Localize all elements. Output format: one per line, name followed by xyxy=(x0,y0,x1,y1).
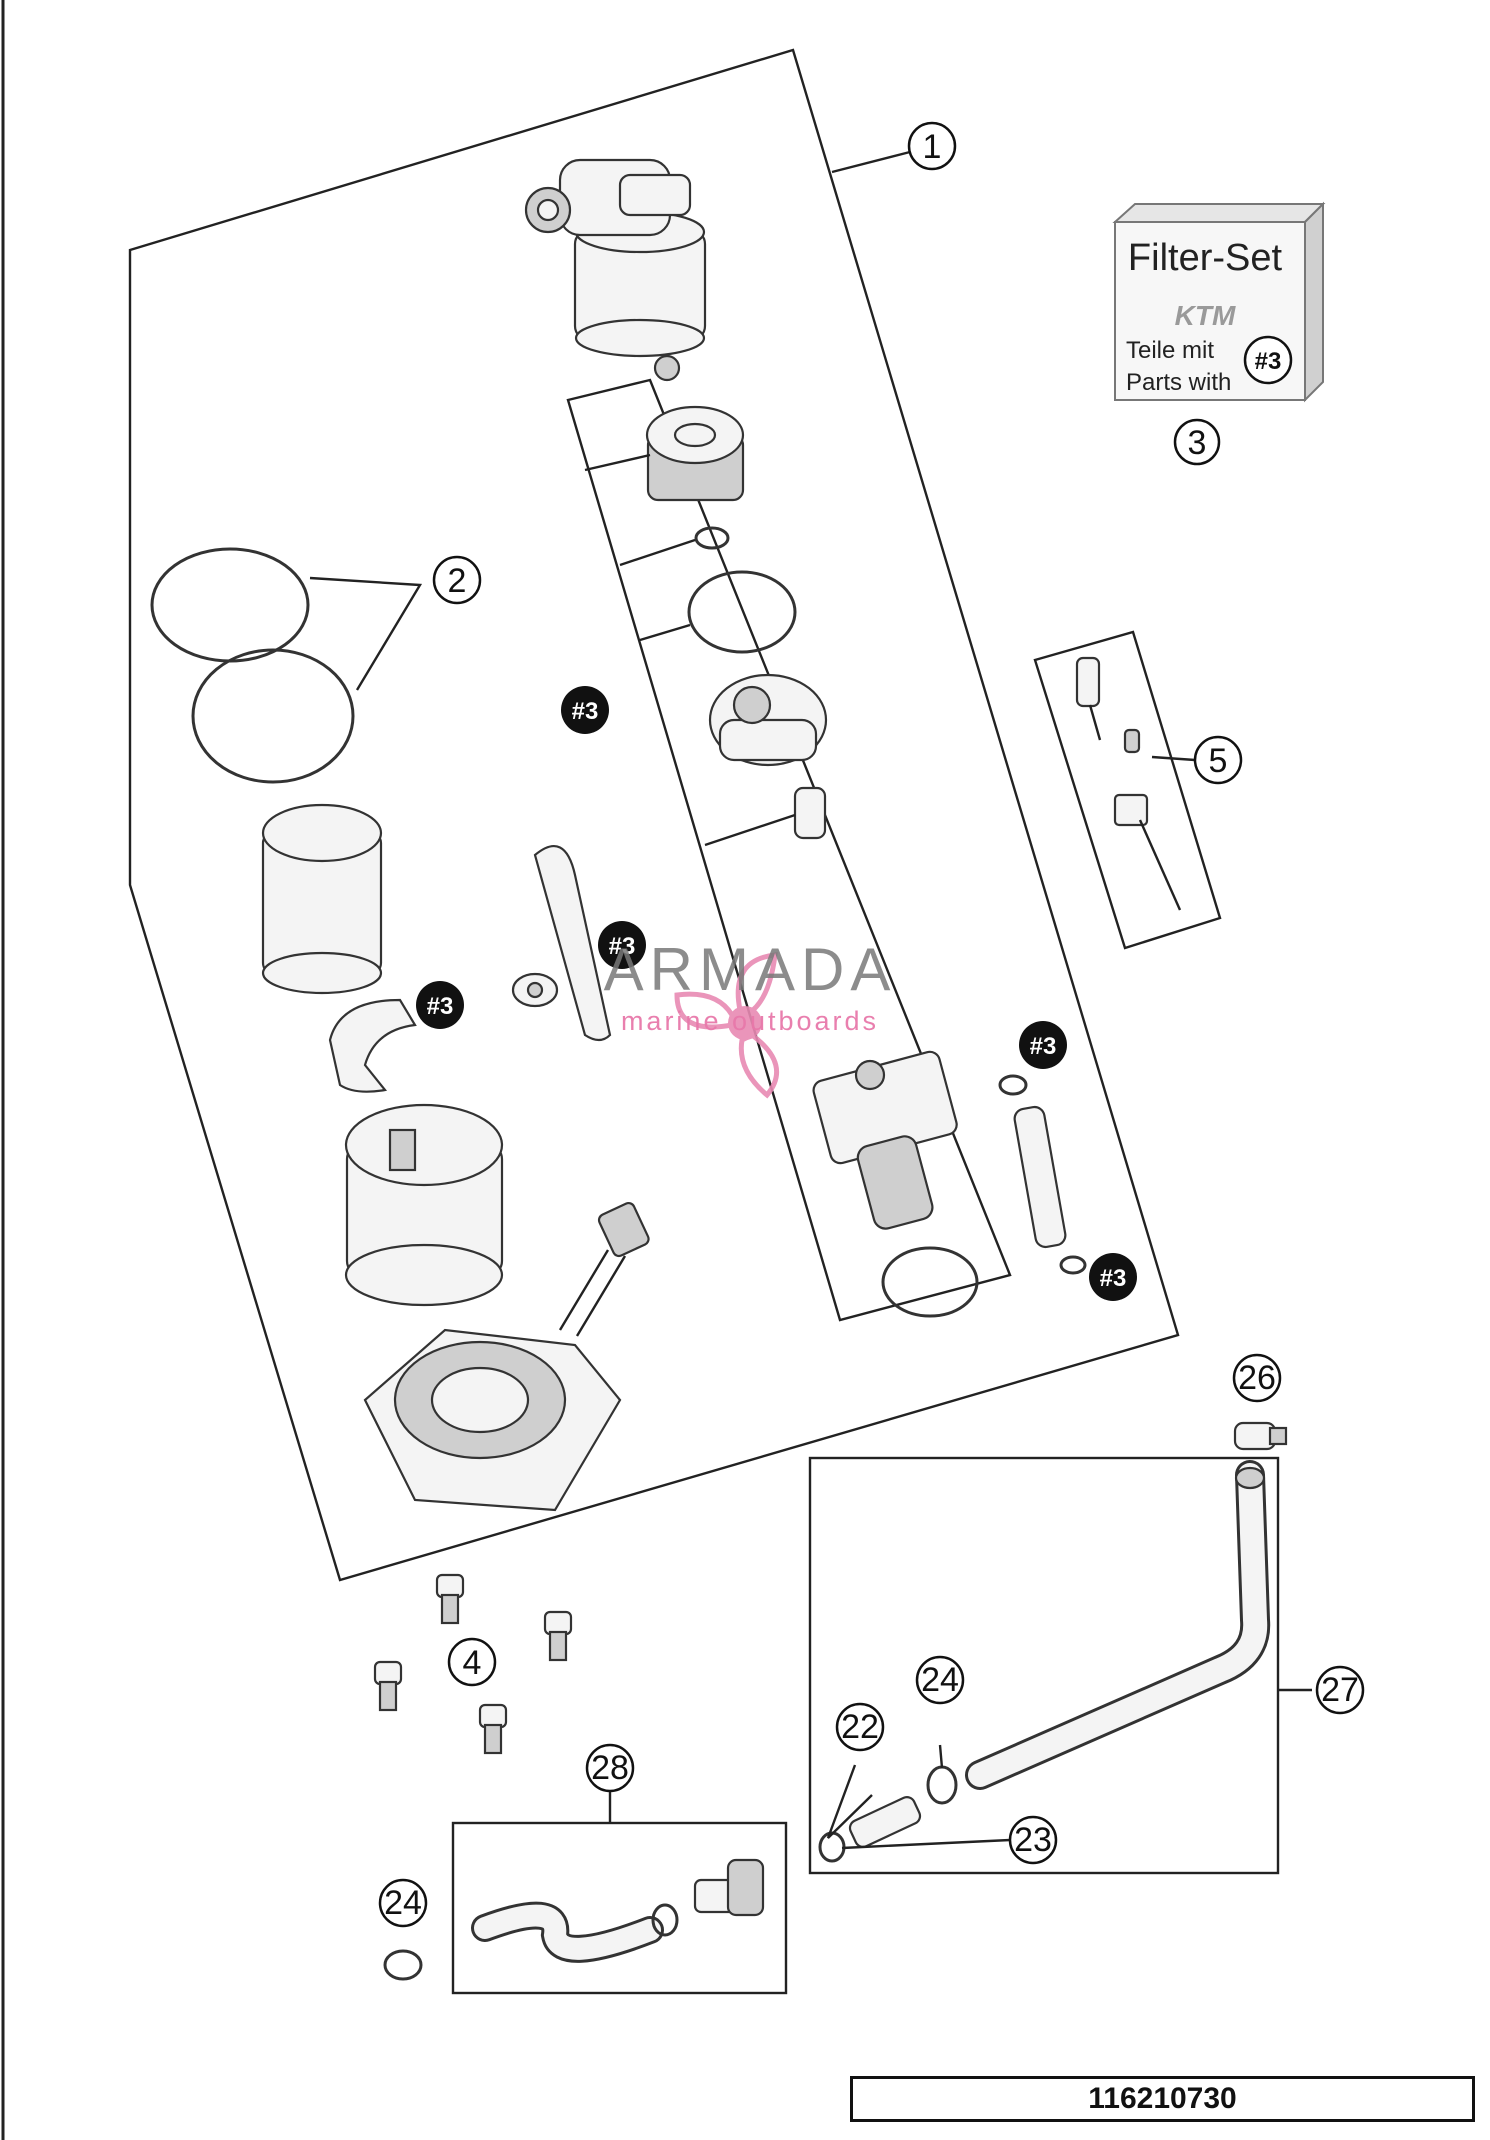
callout-2: 2 xyxy=(432,555,482,605)
hose-clamp-24 xyxy=(926,1765,958,1805)
retaining-clip xyxy=(328,998,417,1093)
pump-housing-top xyxy=(524,158,707,358)
filter-set-box: Filter-Set KTM Teile mit Parts with #3 xyxy=(1112,201,1326,403)
wire-connector xyxy=(558,1201,650,1337)
assembly-1-outline xyxy=(128,48,1180,1582)
filter-group-outline xyxy=(566,378,1012,1322)
fuel-hose-28 xyxy=(471,1858,765,1963)
svg-text:#3: #3 xyxy=(572,698,599,725)
svg-text:4: 4 xyxy=(463,1644,482,1682)
part-27-box xyxy=(808,1456,1280,1875)
small-o-ring xyxy=(694,526,730,550)
svg-text:28: 28 xyxy=(591,1749,629,1787)
svg-text:#3: #3 xyxy=(427,993,454,1020)
svg-text:3: 3 xyxy=(1188,424,1207,462)
tag-3-clip: #3 xyxy=(416,981,464,1029)
sleeve-part xyxy=(793,786,827,840)
fuel-pump-motor xyxy=(812,1050,958,1230)
callout-28: 28 xyxy=(585,1743,635,1793)
tag-3-strainer: #3 xyxy=(598,921,646,969)
filter-set-tag: #3 xyxy=(1243,335,1293,385)
large-o-ring-a xyxy=(150,547,310,663)
medium-o-ring xyxy=(687,570,797,654)
filter-set-line1: Teile mit xyxy=(1126,337,1214,364)
leader-lines xyxy=(309,150,1312,1850)
callout-4: 4 xyxy=(447,1637,497,1687)
callout-1: 1 xyxy=(907,121,957,171)
tag-3-tube-top: #3 xyxy=(1019,1021,1067,1069)
fuel-hose-27 xyxy=(965,1460,1271,1790)
bolt-set xyxy=(373,1573,573,1755)
svg-text:24: 24 xyxy=(921,1661,959,1699)
quick-connector-22 xyxy=(818,1796,922,1863)
part-5-sensor xyxy=(1075,656,1182,911)
part-28-box xyxy=(451,1821,788,1995)
part-5-box xyxy=(1033,630,1222,950)
callout-23: 23 xyxy=(1008,1815,1058,1865)
callout-27: 27 xyxy=(1315,1665,1365,1715)
svg-text:#3: #3 xyxy=(1030,1033,1057,1060)
svg-text:#3: #3 xyxy=(1255,348,1282,375)
callout-22: 22 xyxy=(835,1702,885,1752)
callout-26: 26 xyxy=(1232,1353,1282,1403)
strainer-clip xyxy=(511,972,559,1008)
fuel-filter xyxy=(645,405,745,502)
filter-set-title: Filter-Set xyxy=(1128,237,1283,279)
pressure-regulator xyxy=(708,673,828,767)
callout-5: 5 xyxy=(1193,735,1243,785)
hose-clamp-26 xyxy=(1233,1421,1288,1451)
hose-clamp-24b xyxy=(383,1949,423,1981)
ktm-logo: KTM xyxy=(1175,300,1236,331)
svg-text:24: 24 xyxy=(384,1884,422,1922)
svg-text:2: 2 xyxy=(448,562,467,600)
strainer-part xyxy=(533,845,612,1042)
document-number: 116210730 xyxy=(850,2076,1475,2122)
svg-text:23: 23 xyxy=(1014,1821,1052,1859)
callout-3: 3 xyxy=(1173,418,1221,466)
fuel-tube xyxy=(998,1074,1087,1275)
svg-text:26: 26 xyxy=(1238,1359,1276,1397)
filter-set-line2: Parts with xyxy=(1126,369,1231,396)
svg-text:1: 1 xyxy=(923,128,942,166)
tag-3-filter-group: #3 xyxy=(561,686,609,734)
svg-text:#3: #3 xyxy=(1100,1265,1127,1292)
spring-part xyxy=(653,354,681,382)
callout-24-box: 24 xyxy=(915,1655,965,1705)
filter-sleeve xyxy=(261,803,383,995)
callout-24-outside: 24 xyxy=(378,1878,428,1928)
svg-text:5: 5 xyxy=(1209,742,1228,780)
pump-o-ring xyxy=(881,1246,979,1318)
large-o-ring-b xyxy=(191,648,355,784)
svg-text:#3: #3 xyxy=(609,933,636,960)
svg-text:27: 27 xyxy=(1321,1671,1359,1709)
propeller-logo-icon xyxy=(674,952,779,1099)
pump-canister xyxy=(344,1103,504,1307)
pump-flange xyxy=(363,1328,622,1512)
tag-3-tube-bottom: #3 xyxy=(1089,1253,1137,1301)
svg-text:22: 22 xyxy=(841,1708,879,1746)
